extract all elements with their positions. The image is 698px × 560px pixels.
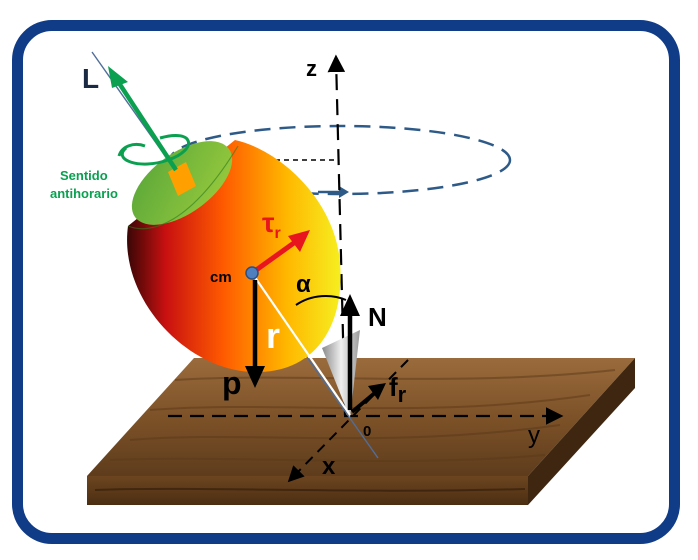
label-rotation-sense-line2: antihorario — [50, 186, 118, 201]
label-axis-y: y — [528, 422, 540, 449]
label-center-of-mass: cm — [210, 269, 232, 286]
xy-axes — [168, 359, 564, 483]
torque-vector — [250, 230, 310, 276]
label-rotation-sense-line1: Sentido — [60, 168, 108, 183]
label-weight: p — [222, 365, 242, 401]
angular-momentum-vector — [108, 66, 190, 172]
angle-arc — [295, 295, 347, 306]
weight-vector — [245, 280, 265, 388]
label-axis-z: z — [306, 56, 317, 81]
center-of-mass-dot — [245, 266, 259, 280]
label-torque: τr — [262, 207, 281, 242]
label-angular-momentum: L — [82, 63, 99, 94]
wooden-board — [87, 358, 635, 505]
label-friction: fr — [389, 372, 407, 407]
label-angle: α — [296, 271, 311, 298]
label-radius: r — [266, 315, 280, 356]
label-origin: 0 — [363, 423, 371, 440]
label-normal: N — [368, 302, 387, 332]
normal-vector — [340, 294, 360, 410]
radius-line — [251, 272, 351, 416]
friction-vector — [350, 383, 386, 414]
label-axis-x: x — [322, 453, 336, 480]
